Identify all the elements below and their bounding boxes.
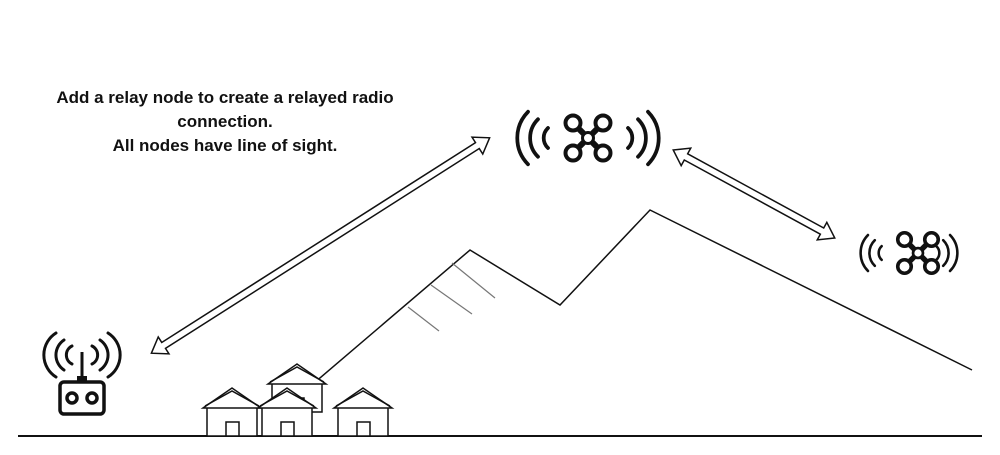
quadcopter-drone-icon <box>566 116 611 161</box>
caption-line-2: connection. <box>177 112 273 131</box>
mountain-outline <box>299 209 973 396</box>
caption-line-3: All nodes have line of sight. <box>112 136 338 155</box>
controller-node <box>42 331 122 416</box>
radio-waves-icon <box>42 331 122 379</box>
relay-node <box>515 109 661 167</box>
link-arrow-controller-to-relay <box>150 136 491 355</box>
quadcopter-drone-icon <box>898 233 939 274</box>
target-node <box>859 233 959 274</box>
link-arrow-relay-to-target <box>672 147 836 241</box>
radio-remote-controller-icon <box>58 352 106 416</box>
diagram-caption: Add a relay node to create a relayed rad… <box>20 86 430 158</box>
house-icon <box>202 387 262 437</box>
houses <box>202 363 393 437</box>
caption-line-1: Add a relay node to create a relayed rad… <box>56 88 394 107</box>
house-icon <box>333 387 393 437</box>
mountain-slope-hatching <box>407 262 496 332</box>
